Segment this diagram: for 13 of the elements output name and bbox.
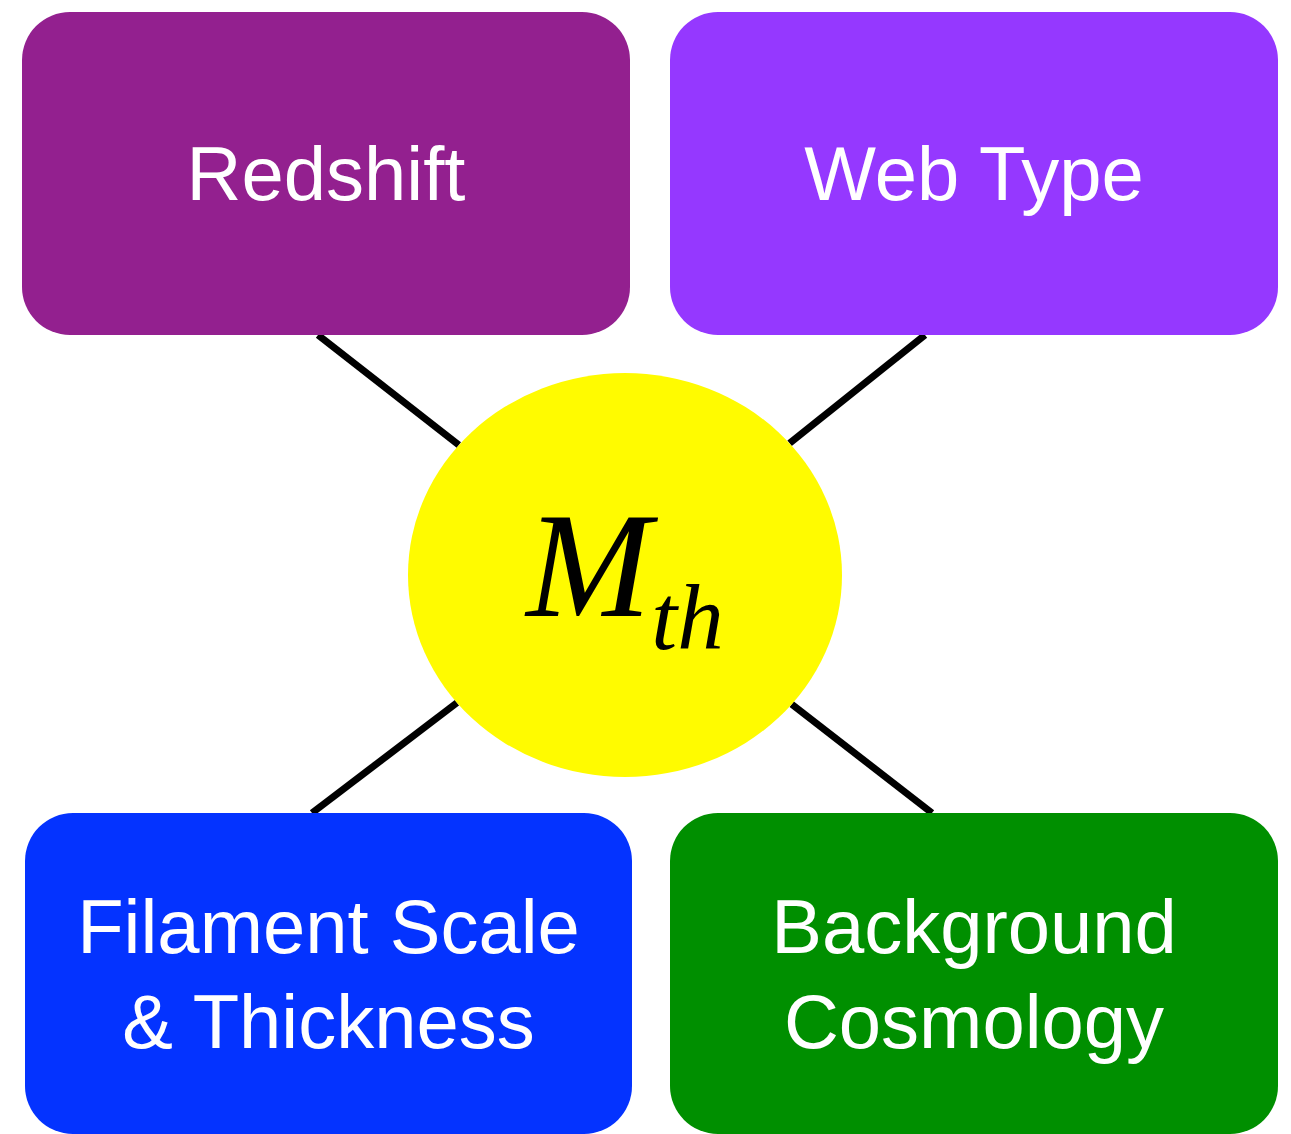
- connector-line: [309, 700, 460, 816]
- connector-line: [787, 332, 928, 447]
- symbol-label: M$_{th}$: [526, 481, 724, 671]
- label-box: [670, 813, 1278, 1134]
- label-box: [22, 12, 630, 335]
- box-label: Redshift: [186, 130, 466, 218]
- connector-line: [789, 701, 935, 816]
- label-box: [25, 813, 632, 1134]
- label-box: [670, 12, 1278, 335]
- connector-line: [315, 332, 461, 448]
- box-label: Web Type: [804, 130, 1144, 218]
- box-label: Background Cosmology: [770, 882, 1178, 1066]
- box-label: Filament Scale & Thickness: [76, 882, 581, 1066]
